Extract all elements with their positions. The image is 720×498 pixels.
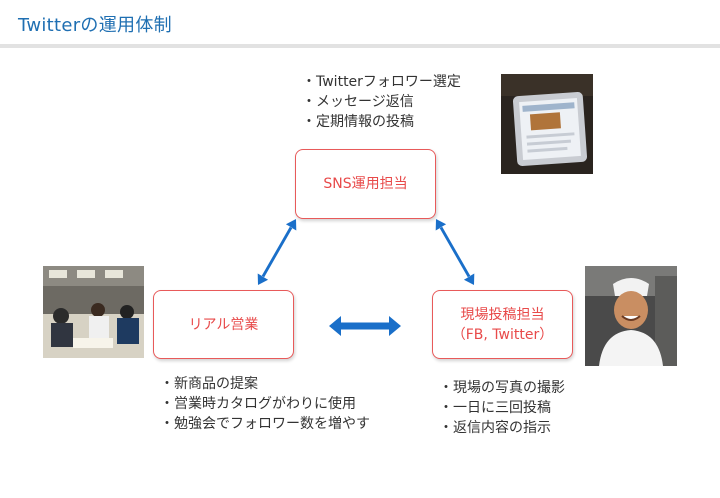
list-item: 定期情報の投稿 [302,112,461,132]
list-item: 営業時カタログがわりに使用 [160,394,370,414]
list-item: 新商品の提案 [160,374,370,394]
list-item: Twitterフォロワー選定 [302,72,461,92]
list-item: メッセージ返信 [302,92,461,112]
sns-task-list: Twitterフォロワー選定 メッセージ返信 定期情報の投稿 [302,72,461,132]
field-sales-box: リアル営業 [153,290,294,359]
list-item: 返信内容の指示 [439,418,565,438]
meeting-photo-icon [43,266,144,358]
double-arrow-icon [329,316,401,336]
field-sales-label: リアル営業 [188,316,259,333]
onsite-poster-label: 現場投稿担当 [460,306,545,323]
onsite-poster-sublabel: （FB, Twitter） [451,326,554,343]
list-item: 一日に三回投稿 [439,398,565,418]
double-arrow-icon [435,219,475,285]
chef-photo-icon [585,266,677,366]
page-title: Twitterの運用体制 [18,15,172,36]
field-task-list: 現場の写真の撮影 一日に三回投稿 返信内容の指示 [439,378,565,438]
tablet-photo-icon [501,74,593,174]
title-divider [0,44,720,48]
sales-task-list: 新商品の提案 営業時カタログがわりに使用 勉強会でフォロワー数を増やす [160,374,370,434]
sns-operator-box: SNS運用担当 [295,149,436,219]
list-item: 現場の写真の撮影 [439,378,565,398]
sns-operator-label: SNS運用担当 [323,176,408,192]
double-arrow-icon [257,219,297,285]
onsite-poster-box: 現場投稿担当 （FB, Twitter） [432,290,573,359]
list-item: 勉強会でフォロワー数を増やす [160,414,370,434]
